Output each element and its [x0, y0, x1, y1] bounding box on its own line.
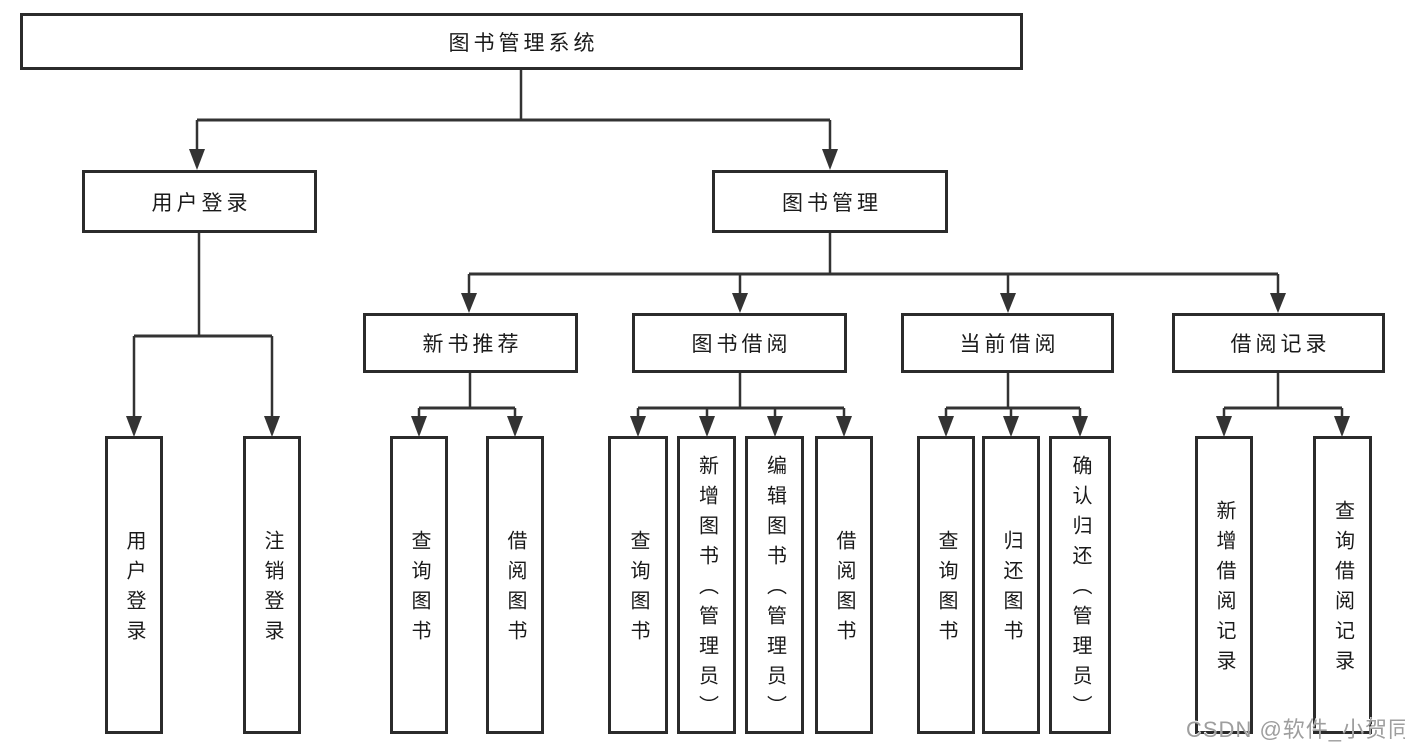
node-label: 查询图书	[408, 530, 430, 650]
node-label: 归还图书	[1000, 530, 1022, 650]
leaf-borrow-books-borrowing: 借阅图书	[815, 436, 873, 734]
node-user-login: 用户登录	[82, 170, 317, 233]
node-label: 借阅记录	[1230, 333, 1331, 356]
leaf-query-books-current: 查询图书	[917, 436, 975, 734]
leaf-query-books-borrowing: 查询图书	[608, 436, 668, 734]
node-current-borrowing: 当前借阅	[901, 313, 1114, 373]
node-label: 编辑图书（管理员）	[763, 455, 786, 725]
node-label: 图书管理	[782, 191, 882, 215]
node-label: 图书管理系统	[448, 31, 599, 55]
leaf-add-book-admin: 新增图书（管理员）	[677, 436, 736, 734]
leaf-add-borrow-record: 新增借阅记录	[1195, 436, 1253, 734]
node-label: 借阅图书	[833, 530, 855, 650]
leaf-return-books: 归还图书	[982, 436, 1040, 734]
node-label: 注销登录	[261, 530, 283, 650]
leaf-query-borrow-record: 查询借阅记录	[1313, 436, 1372, 734]
leaf-user-login: 用户登录	[105, 436, 163, 734]
node-label: 查询图书	[935, 530, 957, 650]
node-label: 新增借阅记录	[1213, 500, 1235, 680]
leaf-logout: 注销登录	[243, 436, 301, 734]
leaf-query-books-recommend: 查询图书	[390, 436, 448, 734]
node-label: 用户登录	[151, 191, 252, 215]
node-label: 用户登录	[123, 530, 145, 650]
leaf-confirm-return-admin: 确认归还（管理员）	[1049, 436, 1111, 734]
node-label: 图书借阅	[691, 333, 792, 356]
leaf-edit-book-admin: 编辑图书（管理员）	[745, 436, 804, 734]
node-new-book-recommendation: 新书推荐	[363, 313, 578, 373]
leaf-borrow-books-recommend: 借阅图书	[486, 436, 544, 734]
node-label: 借阅图书	[504, 530, 526, 650]
node-label: 新增图书（管理员）	[695, 455, 718, 725]
node-label: 新书推荐	[422, 333, 523, 356]
watermark: CSDN @软件_小贺同学	[1186, 717, 1405, 742]
node-label: 查询图书	[627, 530, 649, 650]
node-book-management: 图书管理	[712, 170, 948, 233]
node-book-borrowing: 图书借阅	[632, 313, 847, 373]
node-library-management-system: 图书管理系统	[20, 13, 1023, 70]
node-label: 确认归还（管理员）	[1069, 455, 1091, 725]
node-label: 查询借阅记录	[1331, 500, 1354, 680]
node-label: 当前借阅	[959, 333, 1060, 356]
node-borrowing-records: 借阅记录	[1172, 313, 1385, 373]
